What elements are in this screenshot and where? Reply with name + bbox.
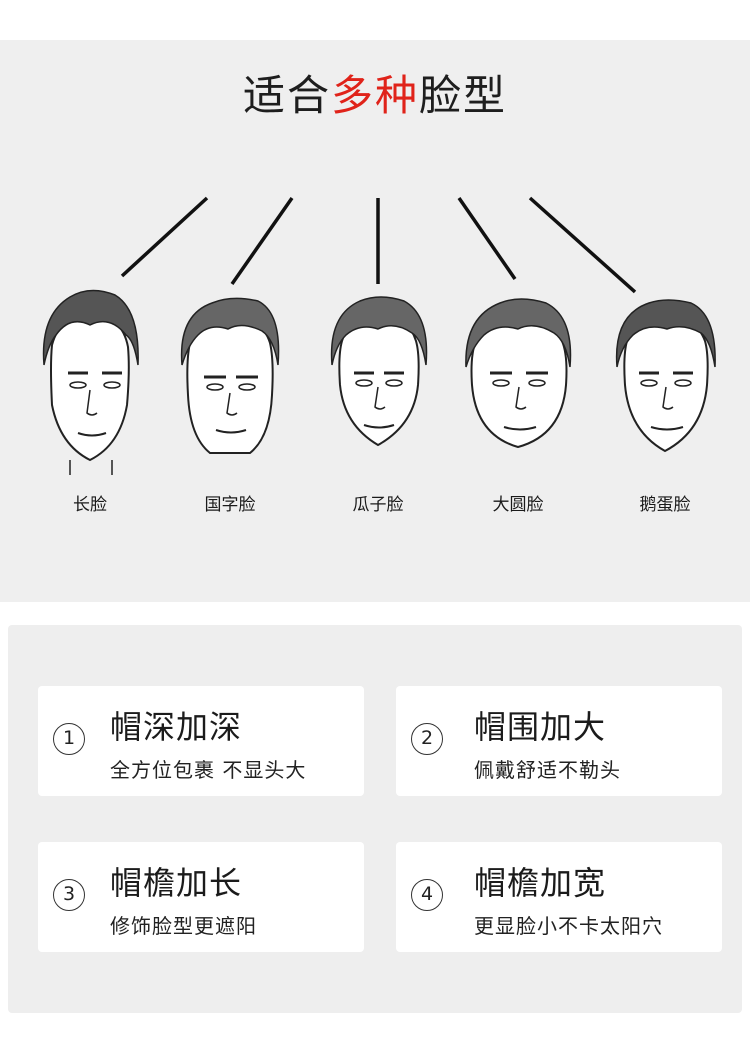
feature-card-1: 1 帽深加深 全方位包裹 不显头大 [38, 686, 364, 796]
face-label-square: 国字脸 [204, 495, 256, 515]
feature-card-4: 4 帽檐加宽 更显脸小不卡太阳穴 [396, 842, 722, 952]
face-label-round: 大圆脸 [492, 495, 544, 515]
feature-card-2: 2 帽围加大 佩戴舒适不勒头 [396, 686, 722, 796]
face-illustration-long [30, 255, 150, 475]
face-illustration-round [458, 255, 578, 475]
feature-subtitle: 佩戴舒适不勒头 [474, 758, 621, 782]
feature-number-badge: 2 [411, 723, 443, 755]
feature-title: 帽围加大 [474, 708, 607, 746]
face-illustration-pointed [318, 255, 438, 475]
connector-line-4 [457, 197, 517, 280]
face-illustration-square [170, 255, 290, 475]
feature-card-3: 3 帽檐加长 修饰脸型更遮阳 [38, 842, 364, 952]
connector-line-2 [230, 196, 294, 286]
feature-number-badge: 1 [53, 723, 85, 755]
face-label-long: 长脸 [73, 495, 107, 515]
feature-subtitle: 更显脸小不卡太阳穴 [474, 914, 663, 938]
feature-title: 帽深加深 [110, 708, 243, 746]
feature-title: 帽檐加长 [110, 864, 243, 902]
features-panel [8, 625, 742, 1013]
feature-title: 帽檐加宽 [474, 864, 607, 902]
title-accent: 多种 [330, 71, 419, 120]
page-title: 适合多种脸型 [0, 62, 750, 123]
face-label-pointed: 瓜子脸 [352, 495, 404, 515]
connector-lines [120, 196, 637, 294]
feature-number-badge: 4 [411, 879, 443, 911]
connector-line-5 [528, 196, 637, 294]
title-part-1: 适合 [242, 71, 331, 120]
face-label-oval: 鹅蛋脸 [639, 495, 691, 515]
feature-subtitle: 全方位包裹 不显头大 [110, 758, 307, 782]
feature-number-badge: 3 [53, 879, 85, 911]
feature-subtitle: 修饰脸型更遮阳 [110, 914, 257, 938]
face-illustration-oval [605, 255, 725, 475]
connector-line-1 [120, 196, 209, 278]
title-part-2: 脸型 [419, 71, 508, 120]
